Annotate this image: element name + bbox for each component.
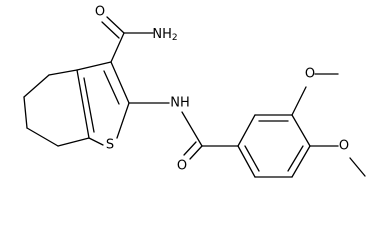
bond-c-o-amide [106,16,125,34]
atom-label-methoxy-oxygen-4: O [339,139,349,154]
bond-c-o-carbonyl [189,145,203,160]
bond-s-c7a [88,137,104,146]
methoxy-groups [291,73,366,177]
bond-c-o-amide-2 [101,21,120,39]
bond-c3-c2 [110,61,130,104]
bond-c1-c2 [237,114,256,147]
bond-o-ch3-methoxy-4 [349,157,366,177]
bond-c3-c4 [291,114,311,147]
bond-c4-c5-inner [287,145,304,172]
bond-c6-c1-inner [244,145,260,172]
bond-c6-c1 [237,145,256,178]
atom-label-amide-nitrogen: NH2 [152,27,177,44]
atom-label-sulfur: S [106,138,114,153]
bond-c2-s [116,102,130,139]
bond-c5-c6 [23,96,28,129]
bond-c3a-c4 [48,69,78,76]
atom-label-nh-subscript: 2 [172,33,178,43]
benzene-ring [237,114,311,178]
bond-c-o-carbonyl-2 [183,141,197,156]
structure-diagram: O NH2 S NH O O O [23,5,366,178]
bond-c4-c5 [23,74,50,98]
bond-c3a-c7a [76,69,90,139]
cyclohexene-ring [23,69,90,147]
bond-c3a-c7a-inner [83,77,95,133]
bond-c3a-c3 [76,61,112,71]
thiophene-ring [76,61,130,146]
amide-linker [128,102,239,160]
atom-label-methoxy-oxygen-3: O [305,67,315,82]
bond-c7-c7a [57,137,90,147]
carboxamide-group [101,16,154,63]
bond-c3-o-methoxy [291,86,307,116]
atom-label-linker-nitrogen: NH [170,96,190,111]
atom-label-carbonyl-oxygen: O [177,159,187,174]
atom-label-nh: NH [152,27,172,42]
bond-c3-c-amide [110,32,125,63]
bond-c3-c2-inner [103,70,120,105]
bond-c4-c5 [291,145,311,178]
bond-nh-c-carbonyl [181,111,203,147]
atom-label-amide-oxygen: O [95,5,105,20]
bond-c6-c7 [26,127,59,147]
